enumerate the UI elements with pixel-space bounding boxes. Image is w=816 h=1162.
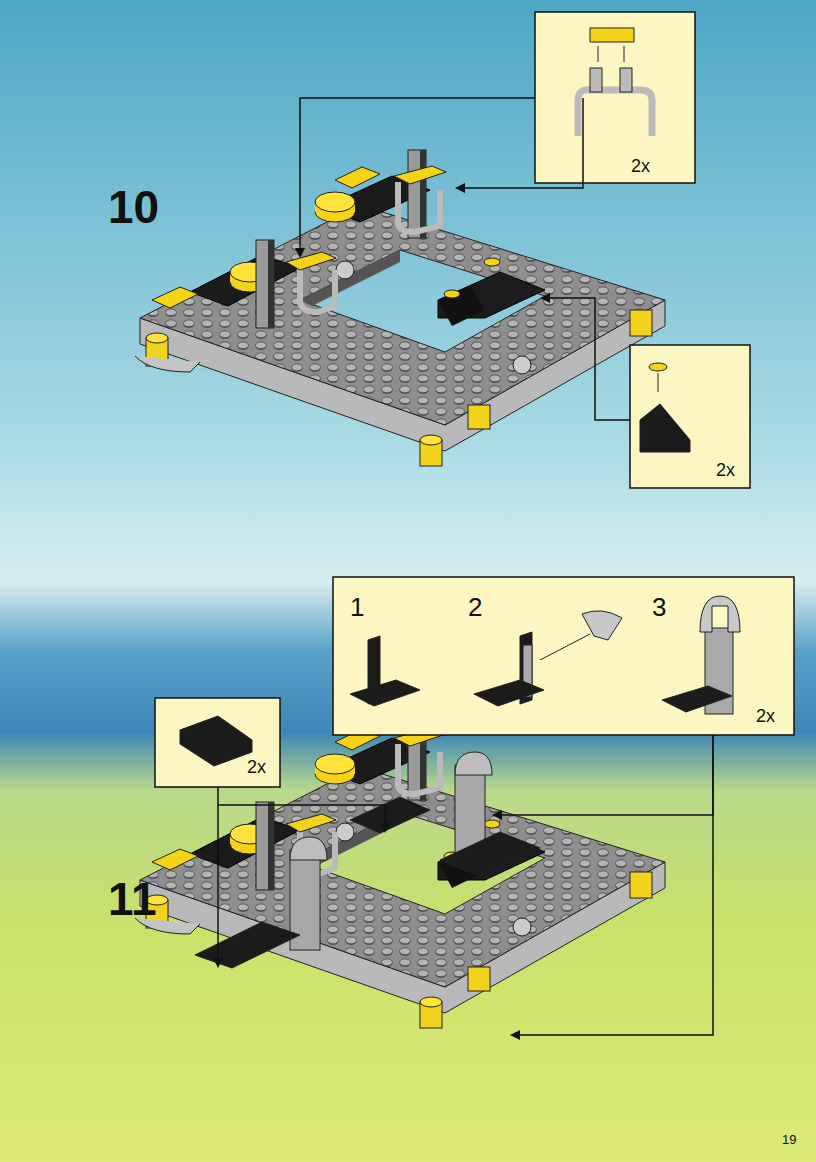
quantity-label-box: 2x bbox=[631, 156, 650, 177]
substep-number-box: 2 bbox=[468, 592, 482, 623]
quantity-label: 2x bbox=[631, 156, 650, 176]
page-number-box: 19 bbox=[782, 1130, 796, 1148]
quantity-label-box: 2x bbox=[716, 460, 735, 481]
substep-number: 3 bbox=[652, 592, 666, 622]
quantity-label-box: 2x bbox=[247, 757, 266, 778]
substep-number-box: 3 bbox=[652, 592, 666, 623]
step-number-box: 11 bbox=[108, 872, 157, 926]
quantity-label: 2x bbox=[716, 460, 735, 480]
quantity-label: 2x bbox=[247, 757, 266, 777]
quantity-label-box: 2x bbox=[756, 706, 775, 727]
step-number: 11 bbox=[108, 873, 157, 925]
step-number-box: 10 bbox=[108, 180, 159, 234]
quantity-label: 2x bbox=[756, 706, 775, 726]
step-number: 10 bbox=[108, 181, 159, 233]
substep-number: 2 bbox=[468, 592, 482, 622]
substep-number: 1 bbox=[350, 592, 364, 622]
page-number: 19 bbox=[782, 1132, 796, 1147]
substep-number-box: 1 bbox=[350, 592, 364, 623]
